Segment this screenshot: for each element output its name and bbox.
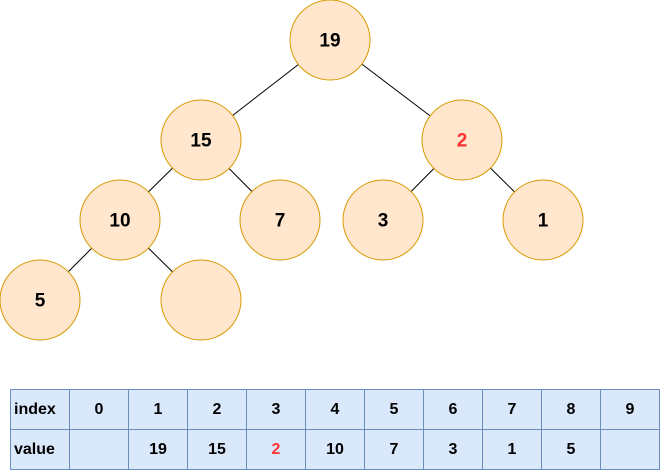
- value-cell: 1: [482, 429, 542, 470]
- tree-edge: [361, 63, 431, 117]
- tree-node-circle: [342, 179, 424, 261]
- tree-edges: [67, 63, 515, 273]
- value-cell: 3: [423, 429, 483, 470]
- tree-node-label: 10: [109, 211, 130, 232]
- value-cell: 15: [187, 429, 247, 470]
- tree-node-empty: [160, 259, 242, 341]
- value-row-label: value: [10, 429, 70, 470]
- tree-node-circle: [160, 99, 242, 181]
- tree-node-label: 5: [35, 291, 46, 312]
- tree-edge: [232, 64, 299, 116]
- tree-edge: [67, 247, 93, 273]
- tree-node-circle: [239, 179, 321, 261]
- index-cell: 7: [482, 389, 542, 430]
- tree-node-circle: [289, 0, 371, 81]
- tree-node-circle: [502, 179, 584, 261]
- tree-edge: [410, 168, 435, 192]
- tree-node: 1: [502, 179, 584, 261]
- index-cell: 6: [423, 389, 483, 430]
- tree-node: 15: [160, 99, 242, 181]
- tree-node-label: 2: [457, 131, 468, 152]
- tree-node: 10: [79, 179, 161, 261]
- tree-edge: [148, 247, 173, 273]
- tree-node: 5: [0, 259, 81, 341]
- index-cell: 1: [128, 389, 188, 430]
- value-cell: 10: [305, 429, 365, 470]
- tree-node-label: 15: [190, 131, 212, 152]
- tree-node-circle: [0, 259, 81, 341]
- tree-node-label: 7: [275, 211, 286, 232]
- tree-node-circle: [421, 99, 503, 181]
- value-cell: 2: [246, 429, 306, 470]
- value-cell: 19: [128, 429, 188, 470]
- index-cell: 3: [246, 389, 306, 430]
- index-cell: 8: [541, 389, 601, 430]
- index-row-label: index: [10, 389, 70, 430]
- index-cell: 9: [600, 389, 660, 430]
- tree-node-label: 19: [319, 31, 340, 52]
- tree-node-label: 3: [378, 211, 389, 232]
- tree-node-circle: [79, 179, 161, 261]
- value-cell-empty: [600, 429, 660, 470]
- index-cell: 2: [187, 389, 247, 430]
- value-cell-empty: [69, 429, 129, 470]
- tree-edge: [228, 168, 253, 192]
- tree-edge: [148, 167, 173, 193]
- tree-node: 3: [342, 179, 424, 261]
- tree-edge: [490, 167, 515, 193]
- index-cell: 5: [364, 389, 424, 430]
- tree-node: 19: [289, 0, 371, 81]
- tree-node: 7: [239, 179, 321, 261]
- value-cell: 5: [541, 429, 601, 470]
- tree-node: 2: [421, 99, 503, 181]
- index-cell: 4: [305, 389, 365, 430]
- index-cell: 0: [69, 389, 129, 430]
- value-cell: 7: [364, 429, 424, 470]
- tree-node-circle: [160, 259, 242, 341]
- tree-node-label: 1: [538, 211, 549, 232]
